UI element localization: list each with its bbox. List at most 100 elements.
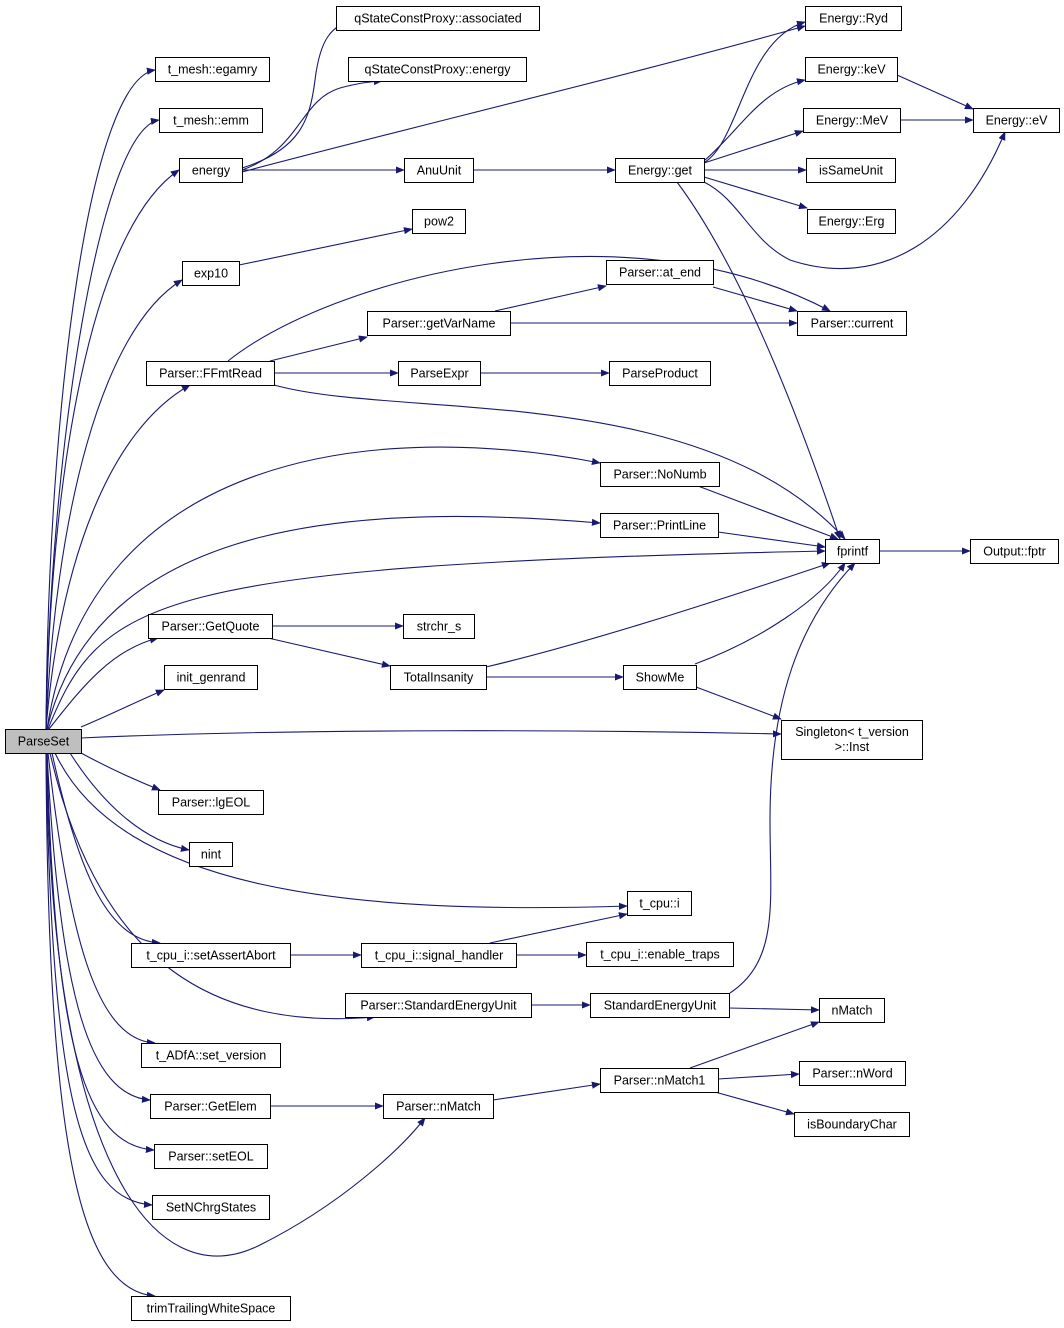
node-box bbox=[345, 993, 532, 1018]
node-anuunit[interactable]: AnuUnit bbox=[404, 158, 474, 183]
node-setassertabort[interactable]: t_cpu_i::setAssertAbort bbox=[131, 943, 291, 968]
node-box bbox=[794, 1112, 910, 1137]
node-label: Parser::nMatch bbox=[396, 1100, 481, 1114]
node-exp10[interactable]: exp10 bbox=[182, 261, 240, 286]
edge-arrow bbox=[80, 752, 161, 791]
node-nmatch[interactable]: nMatch bbox=[819, 998, 885, 1023]
edge-arrow bbox=[48, 636, 159, 730]
node-parser_nmatch[interactable]: Parser::nMatch bbox=[383, 1094, 494, 1119]
edge-arrow bbox=[717, 1070, 800, 1080]
node-kev[interactable]: Energy::keV bbox=[805, 57, 898, 82]
node-box bbox=[131, 943, 291, 968]
node-box bbox=[807, 209, 896, 234]
edge-energy_get-to-kev bbox=[704, 78, 806, 161]
node-egamry[interactable]: t_mesh::egamry bbox=[155, 57, 270, 82]
node-energy[interactable]: energy bbox=[179, 158, 243, 183]
edge-ffmtread-to-getvarname bbox=[269, 335, 368, 362]
node-emm[interactable]: t_mesh::emm bbox=[159, 108, 263, 133]
node-parseexpr[interactable]: ParseExpr bbox=[398, 361, 481, 386]
node-standardenergyunit[interactable]: StandardEnergyUnit bbox=[590, 993, 730, 1018]
node-box bbox=[158, 790, 264, 815]
node-box bbox=[146, 361, 275, 386]
node-parseproduct[interactable]: ParseProduct bbox=[609, 361, 711, 386]
node-strchr_s[interactable]: strchr_s bbox=[403, 614, 475, 639]
edge-arrow bbox=[728, 1006, 820, 1014]
node-std_energy_unit_parser[interactable]: Parser::StandardEnergyUnit bbox=[345, 993, 532, 1018]
node-box bbox=[600, 513, 719, 538]
node-issameunit[interactable]: isSameUnit bbox=[806, 158, 896, 183]
edge-arrow bbox=[69, 752, 190, 852]
edge-arrow bbox=[267, 637, 391, 668]
node-fptr[interactable]: Output::fptr bbox=[970, 539, 1059, 564]
node-getelem[interactable]: Parser::GetElem bbox=[150, 1094, 271, 1119]
node-printline[interactable]: Parser::PrintLine bbox=[600, 513, 719, 538]
node-label: SetNChrgStates bbox=[166, 1201, 256, 1215]
node-ffmtread[interactable]: Parser::FFmtRead bbox=[146, 361, 275, 386]
node-label: Output::fptr bbox=[983, 545, 1046, 559]
edge-energy-to-qs_energy bbox=[241, 77, 383, 171]
edge-parser_nmatch-to-nmatch1 bbox=[492, 1081, 601, 1101]
node-nmatch1[interactable]: Parser::nMatch1 bbox=[600, 1068, 719, 1093]
edge-arrow bbox=[45, 384, 191, 730]
edge-energy_get-to-ryd bbox=[704, 20, 806, 163]
edge-parseset-to-set_version bbox=[47, 752, 156, 1047]
node-box bbox=[806, 158, 896, 183]
node-pow2[interactable]: pow2 bbox=[412, 209, 466, 234]
edge-energy_get-to-ev bbox=[703, 131, 1006, 269]
node-box bbox=[606, 260, 714, 285]
edge-arrow bbox=[485, 562, 831, 668]
node-box bbox=[412, 209, 466, 234]
edge-showme-to-fprintf bbox=[694, 562, 846, 665]
node-box bbox=[150, 1094, 271, 1119]
node-showme[interactable]: ShowMe bbox=[623, 665, 697, 690]
node-enable_traps[interactable]: t_cpu_i::enable_traps bbox=[586, 942, 734, 967]
node-at_end[interactable]: Parser::at_end bbox=[606, 260, 714, 285]
node-signal_handler[interactable]: t_cpu_i::signal_handler bbox=[361, 943, 517, 968]
edges-layer bbox=[45, 16, 1006, 1299]
node-lgeol[interactable]: Parser::lgEOL bbox=[158, 790, 264, 815]
node-fprintf[interactable]: fprintf bbox=[825, 539, 880, 564]
node-cpu_i[interactable]: t_cpu::i bbox=[627, 891, 692, 916]
node-nonumb[interactable]: Parser::NoNumb bbox=[600, 462, 720, 487]
edge-arrow bbox=[494, 284, 607, 312]
node-box bbox=[141, 1043, 281, 1068]
node-qs_energy[interactable]: qStateConstProxy::energy bbox=[348, 57, 527, 82]
node-box bbox=[600, 1068, 719, 1093]
node-box bbox=[970, 539, 1059, 564]
node-box bbox=[152, 1195, 270, 1220]
node-trimtrailing[interactable]: trimTrailingWhiteSpace bbox=[131, 1296, 291, 1321]
node-singleton[interactable]: Singleton< t_version>::Inst bbox=[781, 720, 923, 760]
node-box bbox=[189, 842, 233, 867]
node-label: Energy::Ryd bbox=[819, 12, 888, 26]
node-energy_get[interactable]: Energy::get bbox=[615, 158, 705, 183]
edge-arrow bbox=[46, 446, 601, 730]
node-parseset[interactable]: ParseSet bbox=[5, 729, 82, 754]
node-seteol[interactable]: Parser::setEOL bbox=[154, 1144, 268, 1169]
node-set_version[interactable]: t_ADfA::set_version bbox=[141, 1043, 281, 1068]
node-box bbox=[361, 943, 517, 968]
node-ev[interactable]: Energy::eV bbox=[973, 108, 1060, 133]
node-box bbox=[336, 6, 540, 31]
node-label: Energy::eV bbox=[986, 114, 1049, 128]
node-totalinsanity[interactable]: TotalInsanity bbox=[390, 665, 487, 690]
node-isboundarychar[interactable]: isBoundaryChar bbox=[794, 1112, 910, 1137]
node-box bbox=[609, 361, 711, 386]
node-ryd[interactable]: Energy::Ryd bbox=[805, 6, 902, 31]
node-associated[interactable]: qStateConstProxy::associated bbox=[336, 6, 540, 31]
edge-parseset-to-lgeol bbox=[80, 752, 161, 791]
node-current[interactable]: Parser::current bbox=[797, 311, 907, 336]
node-init_genrand[interactable]: init_genrand bbox=[164, 665, 258, 690]
node-erg[interactable]: Energy::Erg bbox=[807, 209, 896, 234]
edge-arrow bbox=[697, 485, 839, 540]
edge-arrow bbox=[47, 547, 826, 730]
edge-parseset-to-printline bbox=[46, 515, 601, 730]
node-nint[interactable]: nint bbox=[189, 842, 233, 867]
edge-arrow bbox=[47, 752, 156, 1047]
node-mev[interactable]: Energy::MeV bbox=[803, 108, 901, 133]
edge-nmatch1-to-nword bbox=[717, 1070, 800, 1080]
node-setnchrgstates[interactable]: SetNChrgStates bbox=[152, 1195, 270, 1220]
node-getvarname[interactable]: Parser::getVarName bbox=[367, 311, 511, 336]
edge-arrow bbox=[712, 286, 798, 313]
node-nword[interactable]: Parser::nWord bbox=[799, 1061, 906, 1086]
node-getquote[interactable]: Parser::GetQuote bbox=[148, 614, 273, 639]
